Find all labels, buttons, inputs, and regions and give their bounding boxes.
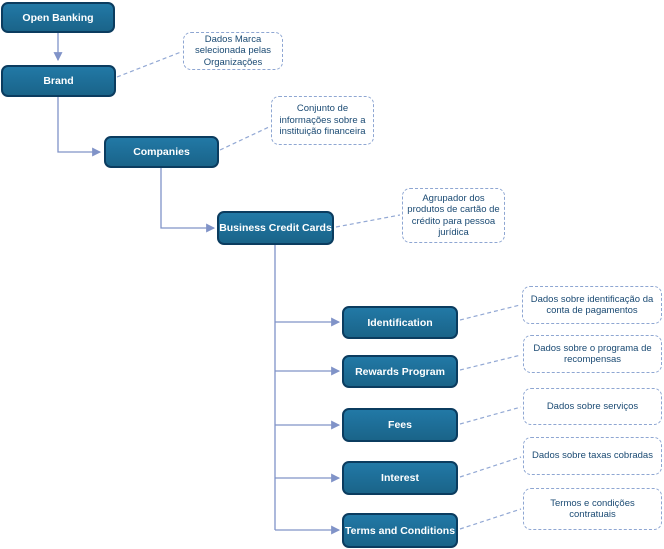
note-link-identification: [459, 304, 521, 321]
node-interest: Interest: [342, 461, 458, 495]
node-open-banking-label: Open Banking: [22, 11, 94, 24]
note-business-credit-cards-text: Agrupador dos produtos de cartão de créd…: [407, 192, 500, 238]
note-business-credit-cards: Agrupador dos produtos de cartão de créd…: [402, 188, 505, 243]
note-link-brand: [116, 51, 182, 78]
note-identification-text: Dados sobre identificação da conta de pa…: [530, 293, 654, 316]
node-fees: Fees: [342, 408, 458, 442]
node-open-banking: Open Banking: [1, 2, 115, 33]
node-fees-label: Fees: [388, 419, 412, 431]
note-fees: Dados sobre serviços: [523, 388, 662, 425]
note-link-fees: [459, 406, 522, 425]
note-terms-and-conditions-text: Termos e condições contratuais: [550, 497, 635, 520]
node-rewards-program: Rewards Program: [342, 355, 458, 388]
note-brand-text: Dados Marca selecionada pelas Organizaçõ…: [194, 33, 272, 68]
node-identification-label: Identification: [367, 316, 433, 329]
note-link-bcc: [335, 214, 401, 228]
node-identification: Identification: [342, 306, 458, 339]
note-companies: Conjunto de informações sobre a institui…: [271, 96, 374, 145]
connector-companies-bcc: [160, 168, 216, 233]
note-link-rewards: [459, 354, 522, 371]
note-fees-text: Dados sobre serviços: [546, 400, 639, 412]
note-terms-and-conditions: Termos e condições contratuais: [523, 488, 662, 530]
node-terms-and-conditions: Terms and Conditions: [342, 513, 458, 548]
node-business-credit-cards-label: Business Credit Cards: [219, 222, 332, 234]
node-terms-and-conditions-label: Terms and Conditions: [344, 524, 456, 537]
note-brand: Dados Marca selecionada pelas Organizaçõ…: [183, 32, 283, 70]
node-interest-label: Interest: [381, 472, 419, 484]
connector-brand-companies: [57, 97, 102, 157]
note-companies-text: Conjunto de informações sobre a institui…: [279, 103, 366, 138]
note-rewards-program: Dados sobre o programa de recompensas: [523, 335, 662, 373]
node-rewards-program-label: Rewards Program: [355, 365, 445, 378]
note-interest: Dados sobre taxas cobradas: [523, 437, 662, 475]
note-identification: Dados sobre identificação da conta de pa…: [522, 286, 662, 324]
node-brand-label: Brand: [43, 75, 74, 87]
node-business-credit-cards: Business Credit Cards: [217, 211, 334, 245]
node-brand: Brand: [1, 65, 116, 97]
note-rewards-program-text: Dados sobre o programa de recompensas: [533, 342, 652, 365]
note-interest-text: Dados sobre taxas cobradas: [532, 450, 653, 462]
node-companies: Companies: [104, 136, 219, 168]
note-link-interest: [459, 456, 522, 478]
node-companies-label: Companies: [133, 146, 190, 158]
note-link-companies: [219, 126, 270, 151]
note-link-terms: [459, 508, 522, 530]
